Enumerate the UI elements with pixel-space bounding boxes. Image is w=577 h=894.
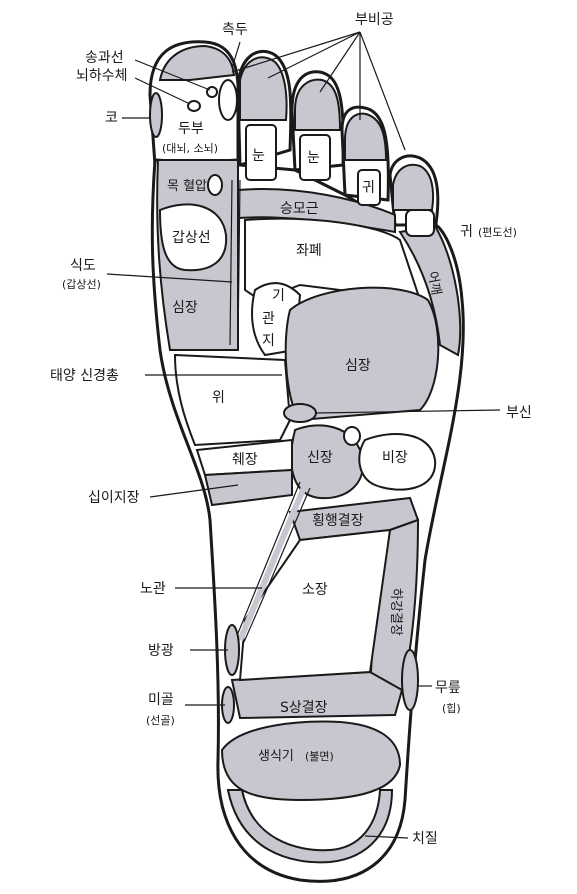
label-s-sang: S상결장 — [280, 700, 328, 716]
pituitary-dot — [188, 101, 200, 111]
label-mugol: 미골 — [148, 692, 174, 708]
label-noehasuche: 뇌하수체 — [76, 68, 128, 84]
label-bubigong: 부비공 — [355, 12, 394, 28]
label-sikdo: 식도 — [70, 258, 96, 274]
label-chejang: 췌장 — [232, 452, 258, 468]
label-hoenghaeng: 횡행결장 — [312, 513, 364, 529]
label-sojang: 소장 — [302, 582, 328, 598]
label-dubu-sub: (대뇌, 소뇌) — [162, 142, 218, 155]
label-gwi-right-sub: (편도선) — [478, 226, 517, 239]
label-bijang: 비장 — [382, 450, 408, 466]
label-nogwan: 노관 — [140, 581, 166, 597]
label-gwan: 관 — [262, 311, 275, 327]
toe3-tip-zone — [295, 80, 340, 130]
label-chijil: 치질 — [412, 831, 438, 847]
label-gi: 기 — [272, 288, 285, 304]
adrenal-zone — [284, 404, 316, 422]
neck-oval — [208, 175, 222, 195]
label-mureup-sub: (힙) — [442, 702, 461, 715]
label-saengsikgi-sub: (불면) — [305, 750, 334, 763]
label-jwapye: 좌폐 — [296, 243, 322, 259]
nose-zone — [150, 93, 162, 137]
toe5-tip-zone — [393, 165, 433, 210]
label-sipijijang: 십이지장 — [88, 490, 140, 506]
label-mugol-sub: (선골) — [146, 714, 175, 727]
label-gwi-toe: 귀 — [362, 180, 375, 196]
kidney-small — [344, 427, 360, 445]
label-saengsikgi: 생식기 — [258, 749, 294, 764]
label-busin: 부신 — [506, 405, 532, 421]
label-mok-hyeorap: 목 혈압 — [167, 179, 207, 194]
label-gapsangseon: 갑상선 — [172, 230, 211, 246]
label-ko: 코 — [105, 110, 118, 126]
label-mureup: 무릎 — [435, 680, 461, 696]
pineal-dot — [207, 87, 217, 97]
label-wi: 위 — [212, 390, 225, 406]
heart-main-zone — [286, 288, 439, 420]
label-songgwaseon: 송과선 — [85, 50, 124, 66]
label-sikdo-sub: (갑상선) — [62, 278, 101, 291]
label-nun-1: 눈 — [252, 148, 265, 164]
label-banggwang: 방광 — [148, 643, 174, 659]
label-seungmogeun: 승모근 — [280, 201, 319, 217]
label-taeyang: 태양 신경총 — [50, 368, 119, 384]
temporal-oval — [219, 80, 237, 120]
label-nun-2: 눈 — [307, 150, 320, 166]
stomach-region — [175, 355, 290, 445]
label-sinjang: 신장 — [307, 450, 333, 466]
label-simjang-main: 심장 — [345, 358, 371, 374]
label-gwi-right: 귀 — [460, 224, 473, 240]
leader-cheukdu — [232, 42, 240, 68]
label-hagang: 하강결장 — [388, 588, 403, 636]
knee-zone — [402, 650, 418, 710]
label-dubu: 두부 — [178, 121, 204, 137]
label-ji: 지 — [262, 333, 275, 349]
label-cheukdu: 측두 — [222, 22, 248, 38]
label-simjang-left: 심장 — [172, 300, 198, 316]
ear-box-right — [406, 210, 434, 236]
